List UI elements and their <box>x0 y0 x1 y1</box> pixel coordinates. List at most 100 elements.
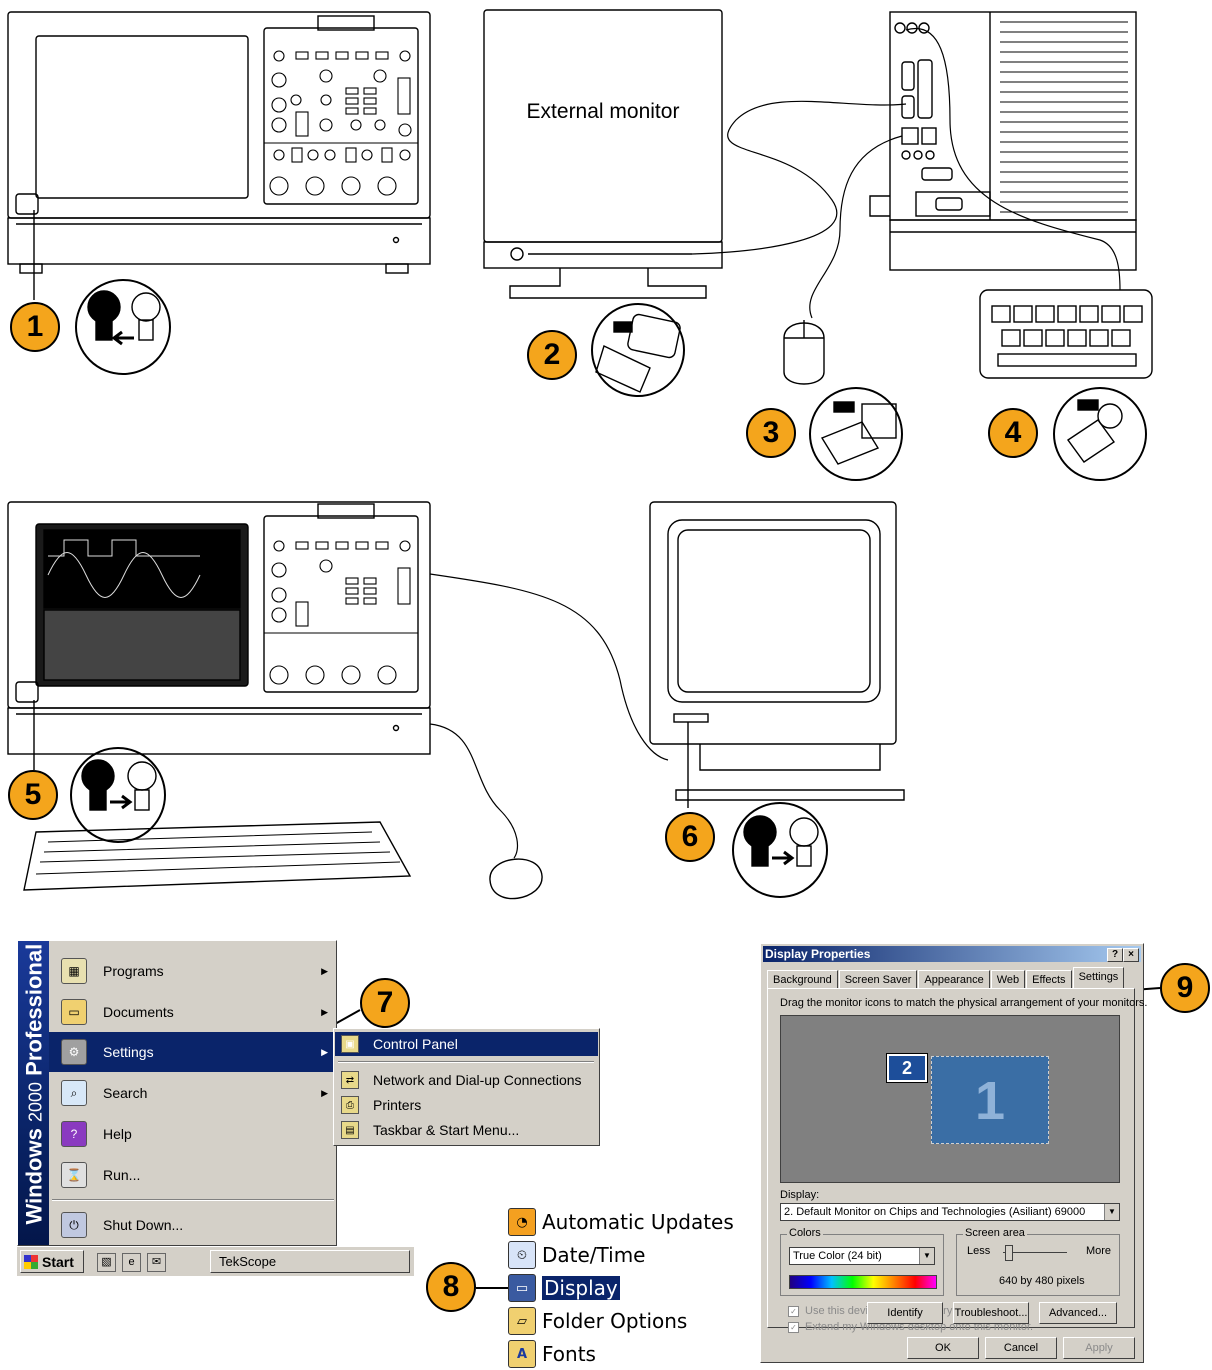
tab-screen-saver[interactable]: Screen Saver <box>838 970 918 989</box>
programs-icon: ▦ <box>61 958 87 984</box>
control-panel-icon: ▣ <box>341 1035 359 1053</box>
menu-item-label: Documents <box>103 1004 174 1020</box>
help-button[interactable]: ? <box>1107 948 1123 962</box>
help-book-icon: ? <box>61 1121 87 1147</box>
windows-flag-icon <box>24 1254 38 1269</box>
submenu-arrow-icon: ▶ <box>321 1046 328 1057</box>
cancel-button[interactable]: Cancel <box>985 1337 1057 1359</box>
cp-item-label: Folder Options <box>542 1309 688 1333</box>
submenu-item-control-panel[interactable]: ▣Control Panel <box>335 1032 598 1056</box>
display-label: Display: <box>780 1189 820 1201</box>
apply-button[interactable]: Apply <box>1063 1337 1135 1359</box>
resolution-slider-thumb[interactable] <box>1005 1245 1013 1261</box>
tab-web[interactable]: Web <box>990 970 1026 989</box>
cp-item-label: Automatic Updates <box>542 1210 734 1234</box>
outlook-express-icon[interactable]: ✉ <box>147 1253 166 1272</box>
monitor-power-on-bulb-icon <box>732 802 828 898</box>
submenu-item-taskbar[interactable]: ▤Taskbar & Start Menu... <box>335 1118 598 1142</box>
menu-item-shut-down[interactable]: ⏻Shut Down... <box>49 1205 336 1245</box>
cp-item-label: Display <box>542 1276 620 1300</box>
power-on-bulb-icon <box>70 747 166 843</box>
submenu-arrow-icon: ▶ <box>321 1087 328 1098</box>
submenu-arrow-icon: ▶ <box>321 1006 328 1017</box>
menu-item-label: Search <box>103 1085 148 1101</box>
search-icon: ⌕ <box>61 1080 87 1106</box>
automatic-updates-icon: ◔ <box>508 1208 536 1236</box>
tab-settings[interactable]: Settings <box>1072 967 1125 989</box>
menu-item-label: Run... <box>103 1167 141 1183</box>
submenu-item-label: Printers <box>373 1097 422 1113</box>
power-off-bulb-icon <box>75 279 171 375</box>
cp-item-date-time[interactable]: ⏲Date/Time <box>508 1239 646 1271</box>
ok-button[interactable]: OK <box>907 1337 979 1359</box>
menu-item-label: Programs <box>103 963 164 979</box>
menu-item-documents[interactable]: ▭Documents▶ <box>49 992 336 1032</box>
internet-explorer-icon[interactable]: e <box>122 1253 141 1272</box>
step-badge-1: 1 <box>10 302 60 352</box>
external-monitor-label: External monitor <box>526 100 680 123</box>
cp-item-label: Date/Time <box>542 1243 646 1267</box>
step-badge-7: 7 <box>360 978 410 1028</box>
cp-item-folder-options[interactable]: ▱Folder Options <box>508 1305 687 1337</box>
display-properties-dialog: Display Properties ? × Background Screen… <box>760 943 1147 1363</box>
monitor-2-icon[interactable]: 2 <box>886 1053 928 1083</box>
extend-desktop-checkbox[interactable]: ✓Extend my Windows desktop onto this mon… <box>788 1321 1033 1333</box>
keyboard-bottom <box>23 821 412 891</box>
monitor-arrangement-area: 2 1 <box>780 1015 1120 1183</box>
submenu-separator <box>338 1061 594 1063</box>
colors-group: Colors True Color (24 bit)▼ <box>780 1227 944 1296</box>
usb-connector-icon <box>809 387 903 481</box>
settings-panel: Drag the monitor icons to match the phys… <box>767 988 1147 1333</box>
start-menu: Windows 2000 Professional ▦Programs▶ ▭Do… <box>17 940 337 1246</box>
step-badge-5: 5 <box>8 770 58 820</box>
dialog-title-bar: Display Properties ? × <box>763 946 1141 962</box>
chevron-down-icon: ▼ <box>1104 1204 1119 1220</box>
windows-brand-text: Windows 2000 Professional <box>19 944 50 1225</box>
mouse <box>783 320 825 385</box>
tab-appearance[interactable]: Appearance <box>918 970 990 989</box>
cp-item-automatic-updates[interactable]: ◔Automatic Updates <box>508 1206 734 1238</box>
display-select[interactable]: 2. Default Monitor on Chips and Technolo… <box>780 1203 1120 1221</box>
colors-select[interactable]: True Color (24 bit)▼ <box>789 1247 935 1265</box>
arrangement-instruction: Drag the monitor icons to match the phys… <box>780 997 1148 1009</box>
show-desktop-icon[interactable]: ▧ <box>97 1253 116 1272</box>
brand-edition: Professional <box>21 943 47 1076</box>
start-button[interactable]: Start <box>20 1250 84 1273</box>
close-button[interactable]: × <box>1123 948 1139 962</box>
menu-item-run[interactable]: ⌛Run... <box>49 1155 336 1195</box>
cp-item-display[interactable]: ▭Display <box>508 1272 620 1304</box>
slider-less-label: Less <box>967 1245 991 1257</box>
taskbar-button-tekscope[interactable]: TekScope <box>210 1250 410 1273</box>
display-select-value: 2. Default Monitor on Chips and Technolo… <box>784 1206 1086 1218</box>
submenu-item-label: Taskbar & Start Menu... <box>373 1122 520 1138</box>
tab-background[interactable]: Background <box>767 970 838 989</box>
submenu-item-printers[interactable]: ⎙ Printers <box>335 1093 598 1117</box>
step-badge-3: 3 <box>746 408 796 458</box>
resolution-slider-track[interactable] <box>1003 1252 1067 1253</box>
brand-version: 2000 <box>25 1081 46 1123</box>
color-spectrum-bar <box>789 1275 937 1289</box>
advanced-button[interactable]: Advanced... <box>1039 1302 1117 1324</box>
oscilloscope-powered-on <box>7 501 431 770</box>
tab-effects[interactable]: Effects <box>1026 970 1072 989</box>
menu-item-settings[interactable]: ⚙Settings▶ <box>49 1032 336 1072</box>
checkbox-icon: ✓ <box>788 1321 799 1333</box>
submenu-item-network[interactable]: ⇄Network and Dial-up Connections <box>335 1068 598 1092</box>
monitor-1-icon[interactable]: 1 <box>931 1056 1049 1144</box>
menu-item-help[interactable]: ?Help <box>49 1114 336 1154</box>
identify-button[interactable]: Identify <box>867 1302 943 1324</box>
dialog-title: Display Properties <box>765 947 871 961</box>
screen-area-group: Screen area Less More 640 by 480 pixels <box>956 1227 1120 1296</box>
menu-item-search[interactable]: ⌕ Search ▶ <box>49 1073 336 1113</box>
keyboard <box>979 289 1153 379</box>
step-badge-4: 4 <box>988 408 1038 458</box>
cp-item-label: Fonts <box>542 1342 596 1366</box>
fonts-icon: A <box>508 1340 536 1368</box>
screen-area-group-title: Screen area <box>963 1227 1027 1239</box>
printers-icon: ⎙ <box>341 1096 359 1114</box>
menu-item-programs[interactable]: ▦Programs▶ <box>49 951 336 991</box>
troubleshoot-button[interactable]: Troubleshoot... <box>953 1302 1029 1324</box>
display-icon: ▭ <box>508 1274 536 1302</box>
